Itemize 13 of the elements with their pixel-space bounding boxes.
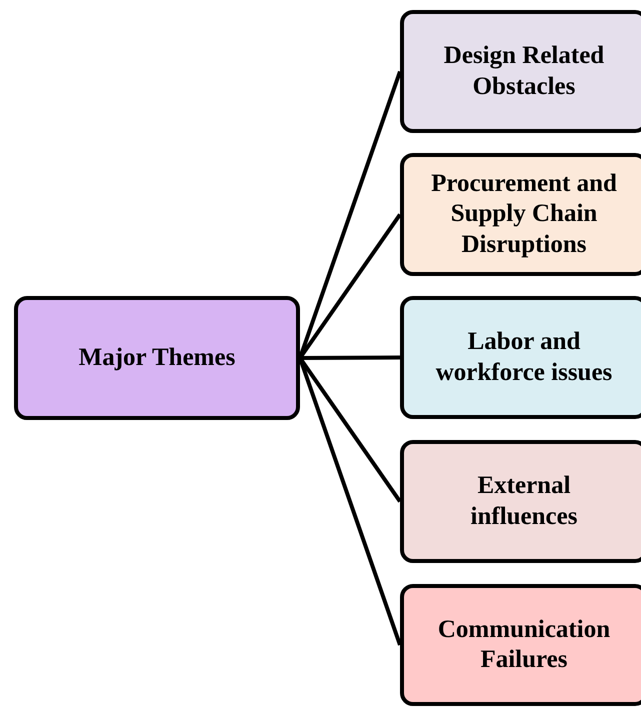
box-label: External influences	[470, 471, 578, 532]
box-label: Procurement and Supply Chain Disruptions	[430, 168, 618, 260]
box-label: Communication Failures	[436, 614, 612, 675]
theme-box	[400, 296, 641, 419]
theme-box	[400, 10, 641, 133]
theme-box	[400, 584, 641, 706]
box-label: Design Related Obstacles	[442, 41, 606, 102]
box-label: Labor and workforce issues	[434, 327, 614, 388]
central-box	[14, 296, 300, 420]
box-label: Major Themes	[78, 342, 236, 373]
connector-line	[300, 356, 400, 360]
theme-box	[400, 153, 641, 276]
theme-box	[400, 440, 641, 563]
